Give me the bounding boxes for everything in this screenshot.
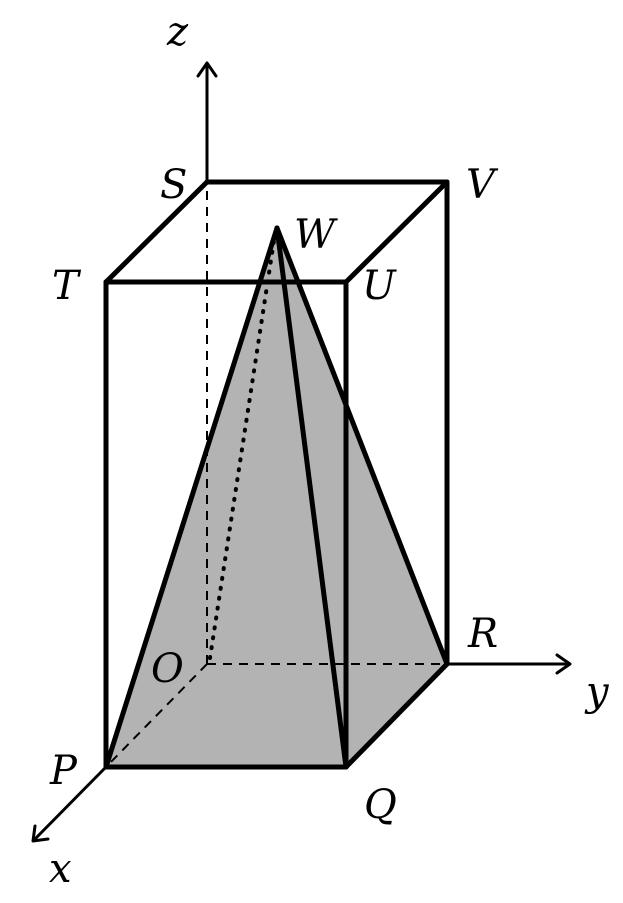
box-edges	[103, 179, 450, 770]
y-axis-label: y	[584, 669, 610, 715]
point-label-V: V	[466, 162, 499, 208]
edge-RW	[274, 225, 450, 667]
hidden-edge-OW	[208, 232, 277, 660]
edge-ST	[103, 179, 210, 285]
x-axis	[32, 765, 108, 842]
pyramid-faces	[106, 228, 447, 767]
pyramid-face-front	[106, 228, 346, 767]
point-label-W: W	[294, 212, 338, 258]
axis-labels: z y x	[49, 9, 610, 892]
point-label-O: O	[151, 646, 184, 692]
hidden-edge-OP	[105, 663, 208, 768]
hidden-edges	[105, 182, 447, 768]
point-label-T: T	[52, 263, 82, 309]
point-label-S: S	[160, 162, 187, 208]
edge-QR	[343, 661, 450, 770]
z-axis-label: z	[166, 9, 189, 55]
point-label-Q: Q	[364, 782, 397, 828]
point-label-P: P	[49, 748, 78, 794]
pyramid-edges	[103, 225, 450, 770]
x-axis-arrowhead	[31, 824, 50, 843]
axes	[31, 61, 572, 843]
point-label-R: R	[467, 611, 498, 657]
edge-QW	[274, 225, 349, 770]
point-label-U: U	[362, 263, 397, 309]
edge-UV	[343, 179, 450, 285]
y-axis-arrowhead	[555, 653, 572, 675]
pyramid-face-right	[277, 228, 447, 767]
point-labels: O P Q R S T U V W	[49, 162, 499, 828]
edge-PW	[103, 225, 280, 770]
z-axis-arrowhead	[196, 61, 218, 78]
x-axis-label: x	[49, 846, 72, 892]
